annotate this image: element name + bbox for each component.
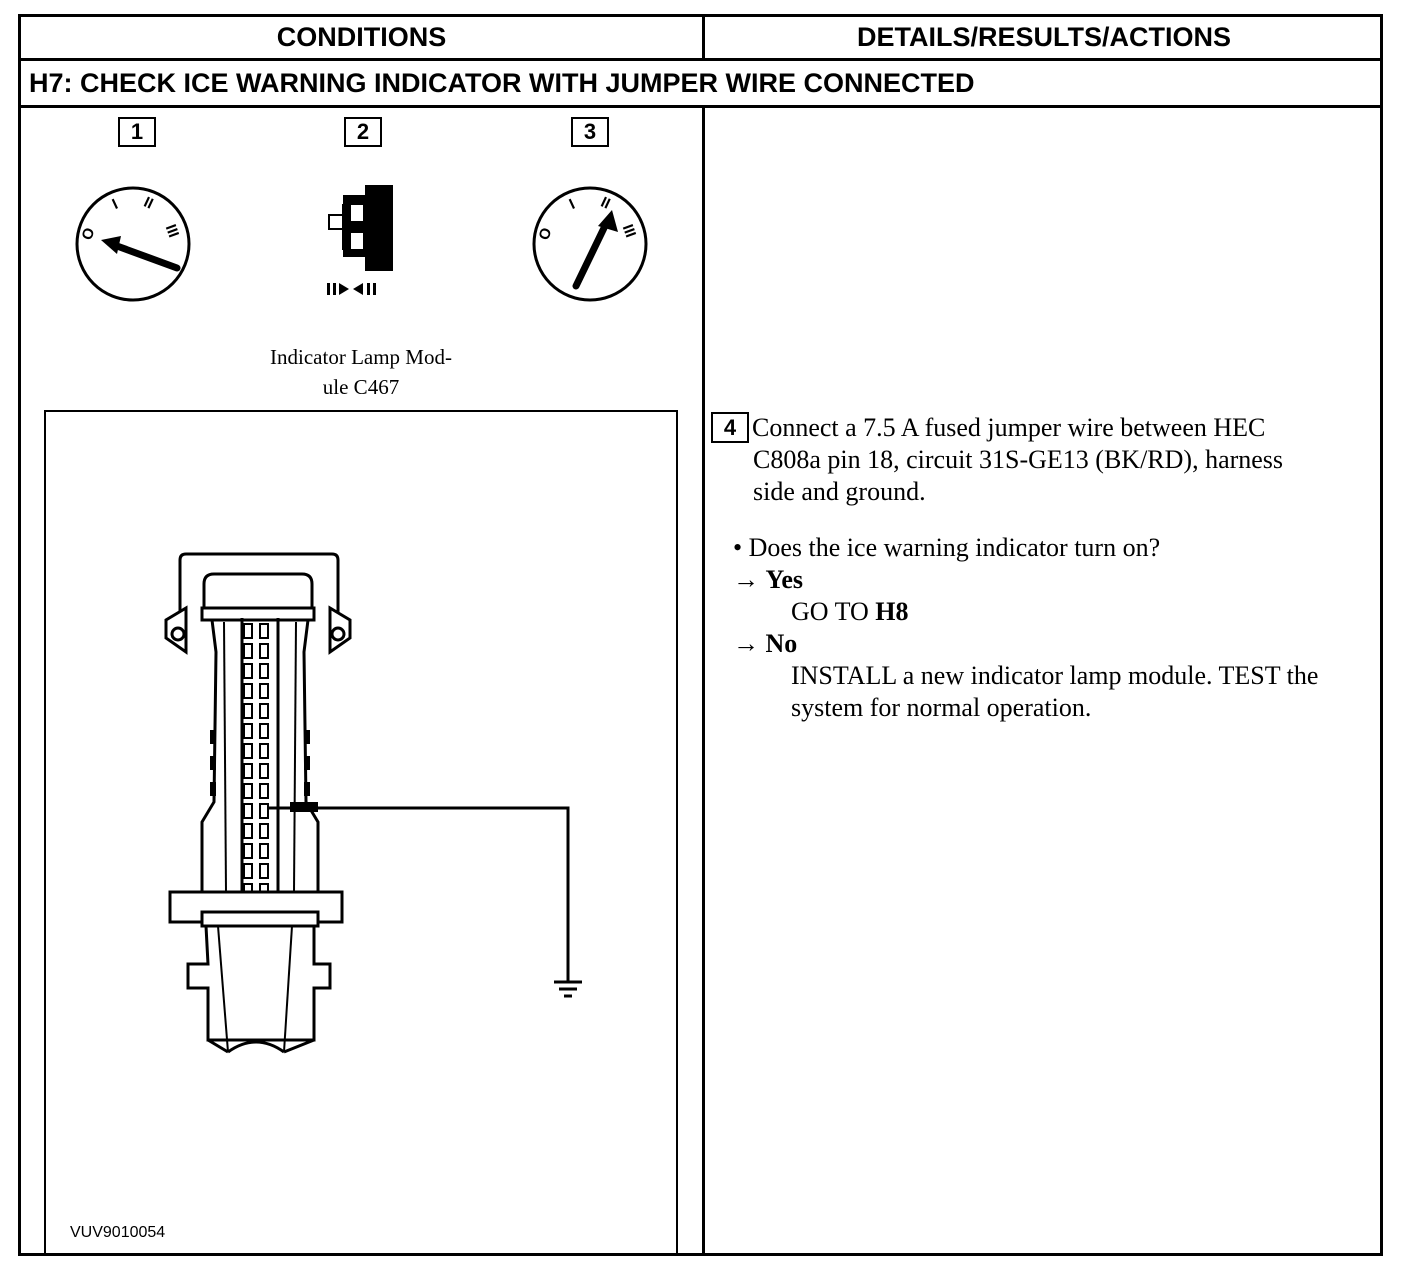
yes-label: Yes [765, 565, 804, 594]
action-step-number: 4 [711, 412, 749, 443]
figure-id: VUV9010054 [70, 1224, 166, 1241]
connector-figure: VUV9010054 [44, 410, 678, 1255]
header-divider [702, 17, 705, 61]
step-title: H7: CHECK ICE WARNING INDICATOR WITH JUM… [21, 61, 1380, 108]
no-arrow: → [733, 629, 759, 658]
yes-action-target: H8 [875, 597, 909, 626]
ignition-run-icon: O I II III [532, 186, 648, 302]
no-label: No [765, 629, 798, 658]
connector-jumper-diagram [164, 552, 582, 1054]
condition-step-3: 3 [571, 117, 609, 147]
condition-step-1: 1 [118, 117, 156, 147]
details-header: DETAILS/RESULTS/ACTIONS [856, 22, 1231, 52]
connector-disconnect-icon [327, 185, 393, 295]
table-header: CONDITIONS DETAILS/RESULTS/ACTIONS [21, 17, 1380, 61]
procedure-table: CONDITIONS DETAILS/RESULTS/ACTIONS H7: C… [18, 14, 1383, 1256]
result-question: • Does the ice warning indicator turn on… [733, 533, 1161, 562]
column-divider [702, 108, 705, 1256]
ignition-label-3: III [162, 222, 182, 240]
caption-line-2: ule C467 [322, 375, 400, 399]
yes-branch: → Yes [733, 564, 1363, 596]
condition-step-2: 2 [344, 117, 382, 147]
ignition-off-icon: O I II III [75, 186, 191, 302]
no-action-line-2: system for normal operation. [791, 693, 1092, 722]
ignition-label-1: I [110, 196, 121, 213]
yes-action: GO TO H8 [733, 596, 1363, 628]
yes-action-prefix: GO TO [791, 597, 869, 626]
instruction-line-1: Connect a 7.5 A fused jumper wire betwee… [752, 413, 1266, 442]
no-action-line-1: INSTALL a new indicator lamp module. TES… [791, 661, 1319, 690]
instruction-line-2: C808a pin 18, circuit 31S-GE13 (BK/RD), … [753, 445, 1284, 474]
conditions-header: CONDITIONS [276, 22, 447, 52]
no-branch: → No [733, 628, 1363, 660]
ignition-label-3: III [619, 222, 639, 240]
yes-arrow: → [733, 565, 759, 594]
instruction-line-3: side and ground. [753, 477, 926, 506]
result-question-block: • Does the ice warning indicator turn on… [733, 532, 1363, 724]
caption-line-1: Indicator Lamp Mod- [270, 345, 452, 369]
ignition-label-1: I [567, 196, 578, 213]
connector-caption: Indicator Lamp Mod- ule C467 [221, 342, 501, 402]
